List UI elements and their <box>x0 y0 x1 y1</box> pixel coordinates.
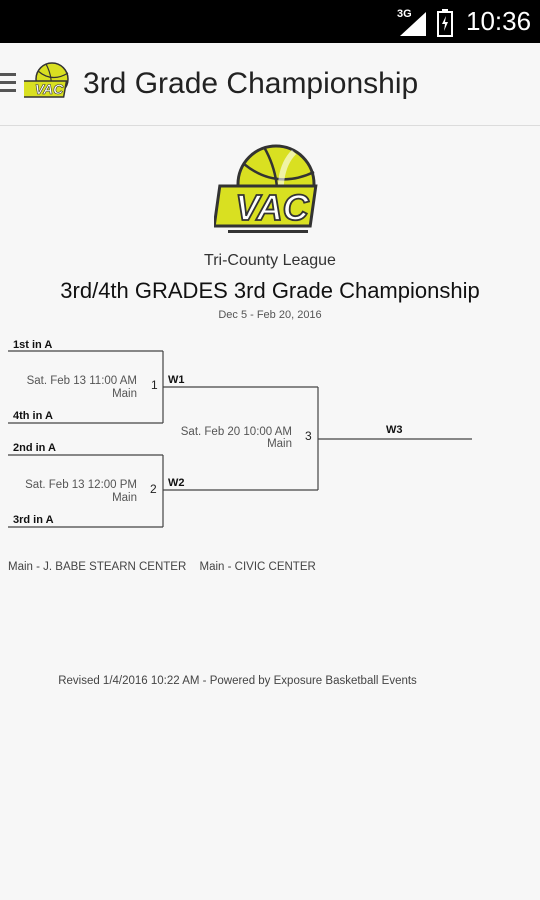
bracket-game-1[interactable]: 1st in A Sat. Feb 13 11:00 AM Main 1 4th… <box>13 339 185 422</box>
game-time: Sat. Feb 13 12:00 PM <box>25 479 137 491</box>
league-logo-icon: VAC <box>214 144 318 233</box>
bracket: 1st in A Sat. Feb 13 11:00 AM Main 1 4th… <box>8 339 472 528</box>
page-title: 3rd Grade Championship <box>83 67 419 100</box>
league-name: Tri-County League <box>204 252 336 269</box>
signal-icon <box>400 12 426 36</box>
battery-icon <box>437 9 453 37</box>
game-number: 1 <box>151 378 158 392</box>
action-bar: VAC 3rd Grade Championship <box>0 43 540 126</box>
game-venue: Main <box>267 438 292 450</box>
status-bar: 3G 10:36 <box>0 0 540 43</box>
event-title: 3rd/4th GRADES 3rd Grade Championship <box>60 278 480 303</box>
venue-item: Main - J. BABE STEARN CENTER <box>8 561 187 573</box>
network-type: 3G <box>397 8 412 20</box>
app-logo-icon[interactable]: VAC <box>24 61 72 105</box>
bracket-game-3[interactable]: Sat. Feb 20 10:00 AM Main 3 W3 <box>181 424 403 450</box>
game-venue: Main <box>112 388 137 400</box>
winner-label: W3 <box>386 424 403 436</box>
bracket-slot: 3rd in A <box>13 514 54 526</box>
bracket-slot: 2nd in A <box>13 442 56 454</box>
venue-item: Main - CIVIC CENTER <box>199 561 316 573</box>
game-number: 3 <box>305 429 312 443</box>
event-dates: Dec 5 - Feb 20, 2016 <box>218 309 322 321</box>
venue-list: Main - J. BABE STEARN CENTER Main - CIVI… <box>8 561 316 573</box>
game-venue: Main <box>112 492 137 504</box>
logo-text: VAC <box>35 81 64 97</box>
bracket-slot: 1st in A <box>13 339 52 351</box>
game-number: 2 <box>150 482 157 496</box>
bracket-game-2[interactable]: 2nd in A Sat. Feb 13 12:00 PM Main 2 3rd… <box>13 442 185 526</box>
menu-icon[interactable] <box>0 73 18 97</box>
winner-label: W1 <box>168 374 185 386</box>
game-time: Sat. Feb 20 10:00 AM <box>181 426 292 438</box>
revised-footer: Revised 1/4/2016 10:22 AM - Powered by E… <box>58 675 417 687</box>
winner-label: W2 <box>168 477 185 489</box>
main-logo-text: VAC <box>235 187 309 228</box>
game-time: Sat. Feb 13 11:00 AM <box>27 375 137 387</box>
bracket-slot: 4th in A <box>13 410 53 422</box>
clock: 10:36 <box>466 6 532 36</box>
